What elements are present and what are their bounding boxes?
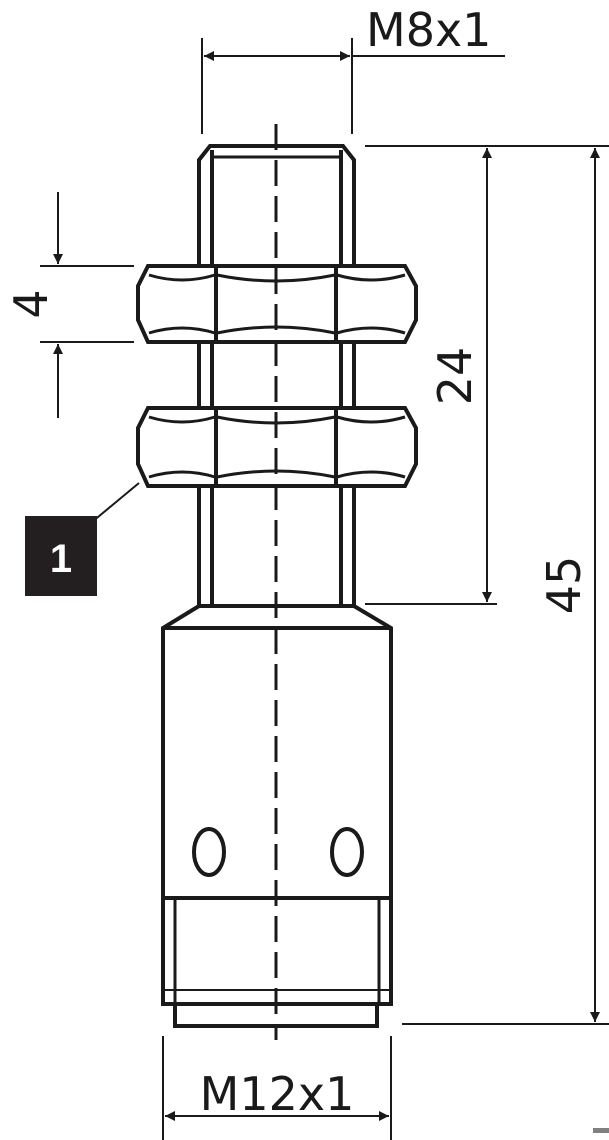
corner-mark (593, 1128, 609, 1133)
thread-bottom-label: M12x1 (200, 1067, 355, 1121)
led-indicator-right (330, 827, 364, 877)
dimension-overall-length: 45 (365, 145, 609, 1025)
dimension-nut-height: 4 (4, 192, 134, 418)
dimension-thread-top: M8x1 (201, 3, 505, 134)
dimension-thread-length: 24 (365, 145, 497, 605)
sensor-body (136, 124, 418, 1040)
thread-top-label: M8x1 (366, 3, 491, 57)
thread-length-label: 24 (428, 347, 482, 406)
led-indicator-left (192, 827, 226, 877)
callout-label: 1 (50, 537, 72, 581)
hex-nut-lower (136, 406, 418, 488)
callout-1: 1 (25, 482, 140, 596)
overall-length-label: 45 (537, 556, 591, 615)
callout-badge (25, 516, 97, 596)
dimension-thread-bottom: M12x1 (162, 1036, 392, 1140)
nut-height-label: 4 (4, 289, 58, 318)
